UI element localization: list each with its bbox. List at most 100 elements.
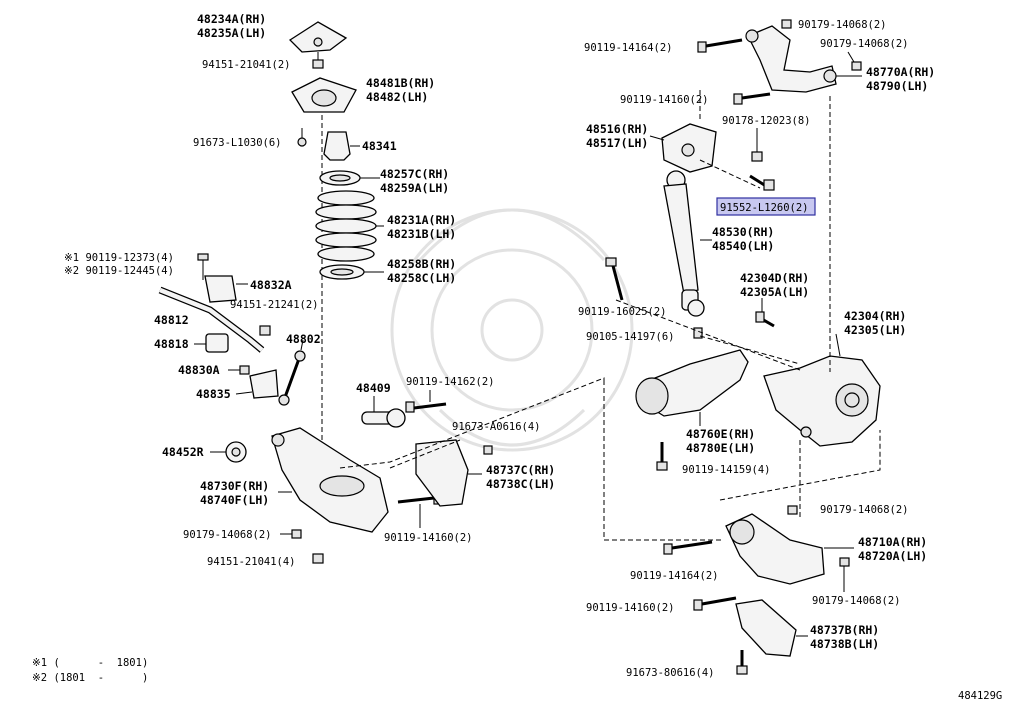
label-48517[interactable]: 48517(LH) [586, 136, 648, 150]
nut-90179-14068-upper-b[interactable] [851, 61, 862, 71]
label-48259a[interactable]: 48259A(LH) [380, 181, 449, 195]
label-91552-l1260[interactable]: 91552-L1260(2) [720, 202, 809, 214]
bolt-91673-a0616[interactable] [483, 445, 493, 455]
bolt-90119-14159[interactable] [656, 442, 668, 471]
upper-control-arm-48770a[interactable] [745, 25, 837, 93]
bolt-90119-16025[interactable] [605, 257, 624, 301]
label-48482[interactable]: 48482(LH) [366, 90, 428, 104]
bolt-90119-12373[interactable] [197, 253, 209, 280]
bolt-90119-14160-lower[interactable] [693, 596, 737, 611]
upper-support-plate[interactable] [288, 21, 348, 53]
label-48802[interactable]: 48802 [286, 332, 321, 346]
label-48738b[interactable]: 48738B(LH) [810, 637, 879, 651]
label-90178-12023[interactable]: 90178-12023(8) [722, 115, 811, 127]
label-48770a[interactable]: 48770A(RH) [866, 65, 935, 79]
label-90179-14068-mid[interactable]: 90179-14068(2) [820, 504, 909, 516]
label-48818[interactable]: 48818 [154, 337, 189, 351]
label-42305[interactable]: 42305(LH) [844, 323, 906, 337]
bolt-90119-14162[interactable] [405, 401, 447, 413]
highlighted-part-91552[interactable] [716, 197, 816, 216]
label-48258b[interactable]: 48258B(RH) [387, 257, 456, 271]
label-91673-a0616[interactable]: 91673-A0616(4) [452, 421, 541, 433]
bushing-48452r[interactable] [225, 441, 247, 463]
trailing-arm-48760e[interactable] [635, 349, 749, 417]
label-48720a[interactable]: 48720A(LH) [858, 549, 927, 563]
label-48737c[interactable]: 48737C(RH) [486, 463, 555, 477]
toe-adjust-bolt-48409[interactable] [361, 408, 406, 428]
label-90119-12373[interactable]: ※1 90119-12373(4) [64, 252, 174, 264]
label-91673-80616[interactable]: 91673-80616(4) [626, 667, 715, 679]
label-48341[interactable]: 48341 [362, 139, 397, 153]
label-90119-14160-left[interactable]: 90119-14160(2) [384, 532, 473, 544]
stabilizer-bar[interactable] [158, 286, 265, 353]
label-48481b[interactable]: 48481B(RH) [366, 76, 435, 90]
label-90179-14068-lower[interactable]: 90179-14068(2) [812, 595, 901, 607]
label-90119-14160-lower[interactable]: 90119-14160(2) [586, 602, 675, 614]
label-90119-14160-upper[interactable]: 90119-14160(2) [620, 94, 709, 106]
arm-cover-48737c[interactable] [415, 439, 469, 507]
label-48780e[interactable]: 48780E(LH) [686, 441, 755, 455]
label-48234a[interactable]: 48234A(RH) [197, 12, 266, 26]
nut-90179-14068-mid[interactable] [787, 505, 798, 515]
label-48830a[interactable]: 48830A [178, 363, 220, 377]
label-48740f[interactable]: 48740F(LH) [200, 493, 269, 507]
label-90119-12445[interactable]: ※2 90119-12445(4) [64, 265, 174, 277]
nut-94151-top[interactable] [312, 59, 324, 69]
label-48257c[interactable]: 48257C(RH) [380, 167, 449, 181]
label-90119-14162[interactable]: 90119-14162(2) [406, 376, 495, 388]
label-48710a[interactable]: 48710A(RH) [858, 535, 927, 549]
nut-90178-12023[interactable] [751, 151, 763, 162]
bolt-90119-14164-lower[interactable] [663, 540, 713, 555]
label-90105-14197[interactable]: 90105-14197(6) [586, 331, 675, 343]
spring-mount-48481b[interactable] [291, 77, 357, 113]
label-90119-14159[interactable]: 90119-14159(4) [682, 464, 771, 476]
label-48452r[interactable]: 48452R [162, 445, 204, 459]
label-90179-14068-left[interactable]: 90179-14068(2) [183, 529, 272, 541]
nut-90179-14068-left[interactable] [291, 529, 302, 539]
label-48835[interactable]: 48835 [196, 387, 231, 401]
label-48516[interactable]: 48516(RH) [586, 122, 648, 136]
label-42304[interactable]: 42304(RH) [844, 309, 906, 323]
bolt-91673-l1030[interactable] [297, 128, 307, 147]
label-48540[interactable]: 48540(LH) [712, 239, 774, 253]
label-48231b[interactable]: 48231B(LH) [387, 227, 456, 241]
label-90119-16025[interactable]: 90119-16025(2) [578, 306, 667, 318]
coil-spring[interactable] [315, 190, 377, 262]
bolt-91673-80616[interactable] [736, 650, 748, 675]
bracket-48835[interactable] [249, 369, 279, 399]
label-90119-14164-lower[interactable]: 90119-14164(2) [630, 570, 719, 582]
nut-94151-21041-bottom[interactable] [312, 553, 324, 564]
label-48812[interactable]: 48812 [154, 313, 189, 327]
label-90119-14164-upper[interactable]: 90119-14164(2) [584, 42, 673, 54]
bolt-42304d[interactable] [755, 311, 775, 328]
stabilizer-link-48802[interactable] [278, 350, 306, 406]
bump-stopper-48341[interactable] [323, 131, 351, 161]
label-48790[interactable]: 48790(LH) [866, 79, 928, 93]
label-94151-21041-bottom[interactable]: 94151-21041(4) [207, 556, 296, 568]
nut-48830a[interactable] [239, 365, 250, 375]
nut-90179-14068-lower[interactable] [839, 557, 850, 567]
arm-cover-48737b[interactable] [735, 599, 797, 657]
label-48730f[interactable]: 48730F(RH) [200, 479, 269, 493]
label-48235a[interactable]: 48235A(LH) [197, 26, 266, 40]
stabilizer-bushing-48818[interactable] [205, 333, 229, 353]
upper-spring-insulator[interactable] [319, 170, 361, 186]
label-42305a[interactable]: 42305A(LH) [740, 285, 809, 299]
stabilizer-bracket-48832a[interactable] [204, 275, 237, 303]
label-91673-l1030[interactable]: 91673-L1030(6) [193, 137, 282, 149]
label-94151-21241[interactable]: 94151-21241(2) [230, 299, 319, 311]
label-48530[interactable]: 48530(RH) [712, 225, 774, 239]
label-48738c[interactable]: 48738C(LH) [486, 477, 555, 491]
label-48832a[interactable]: 48832A [250, 278, 292, 292]
label-90179-14068-upper-a[interactable]: 90179-14068(2) [798, 19, 887, 31]
lower-spring-insulator[interactable] [319, 264, 365, 280]
bolt-90119-14160-upper[interactable] [733, 92, 771, 105]
nut-94151-21241[interactable] [259, 325, 271, 336]
label-48760e[interactable]: 48760E(RH) [686, 427, 755, 441]
lower-arm-48710a[interactable] [725, 513, 825, 585]
label-48737b[interactable]: 48737B(RH) [810, 623, 879, 637]
label-94151-21041-top[interactable]: 94151-21041(2) [202, 59, 291, 71]
bolt-91552-l1260[interactable] [749, 174, 775, 191]
nut-90179-14068-upper-a[interactable] [781, 19, 792, 29]
rear-knuckle-42304[interactable] [763, 355, 881, 447]
